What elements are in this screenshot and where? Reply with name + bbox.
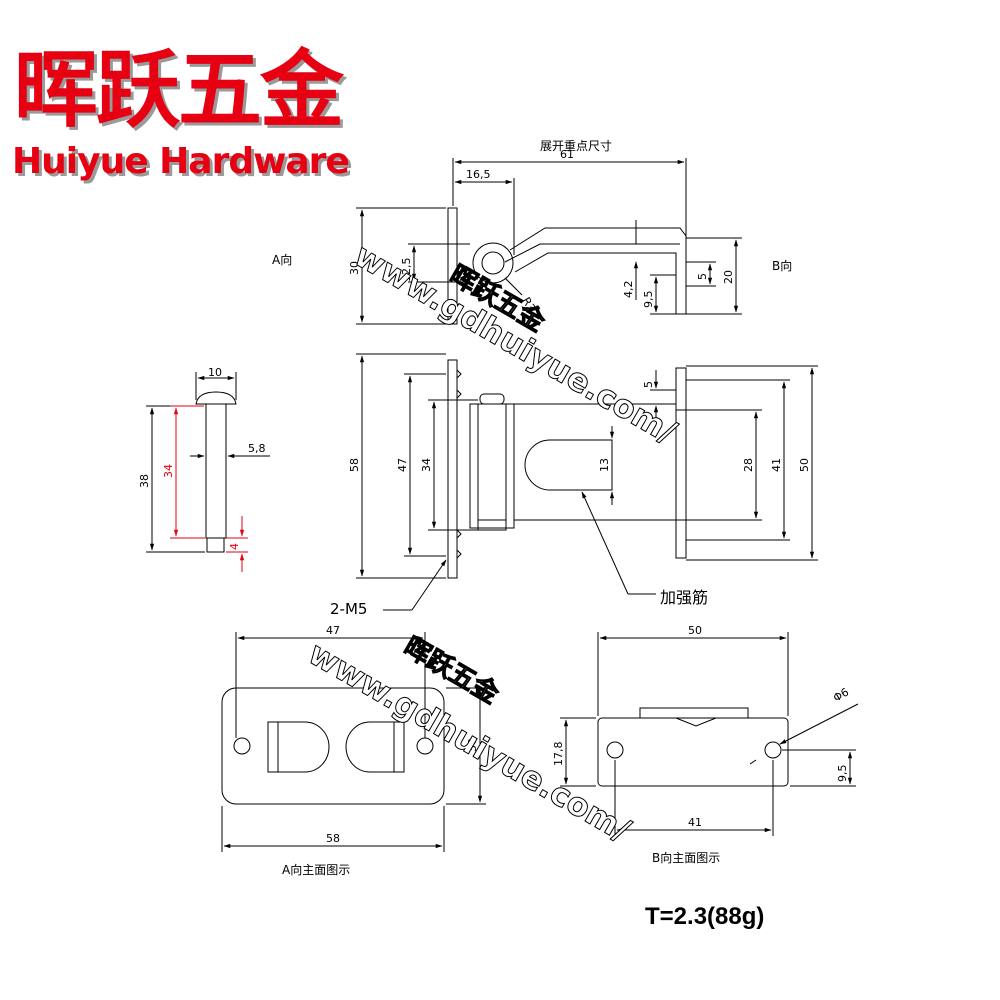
dim-4-2: 4,2: [622, 281, 635, 299]
a-plate: [221, 687, 445, 805]
dim-12-5: 12,5: [400, 258, 413, 283]
dim-b-17-8: 17,8: [552, 742, 565, 767]
a-front-view: [221, 632, 486, 852]
label-b-direction: B向: [772, 258, 792, 273]
dim-b-9-5: 9,5: [836, 765, 849, 783]
brand-logo-cn: 晖跃五金: [14, 41, 344, 139]
side-arm: [509, 227, 687, 315]
unfold-title: 展开重点尺寸: [540, 139, 612, 153]
pin-shank: [205, 403, 227, 539]
dim-pin-38: 38: [138, 474, 151, 488]
a-hole-left: [233, 737, 251, 755]
dim-61: 61: [560, 148, 574, 161]
b-hole-left: [606, 741, 624, 759]
dim-5-top: 5: [696, 273, 709, 280]
side-profile-view: [356, 158, 742, 325]
dim-a-58: 58: [326, 832, 340, 845]
dim-34-mid: 34: [420, 458, 433, 472]
label-a-direction: A向: [272, 252, 292, 267]
dim-50-mid: 50: [798, 458, 811, 472]
dim-a-30: 30: [466, 738, 479, 752]
hinge-barrel: [469, 403, 515, 529]
dim-r3: R3: [519, 295, 538, 314]
dim-16-5: 16,5: [466, 168, 491, 181]
b-hole-right: [764, 741, 782, 759]
dim-b-41: 41: [688, 816, 702, 829]
brand-logo-en: Huiyue Hardware: [12, 141, 350, 182]
right-leaf-flange: [675, 367, 687, 559]
watermark-group: 晖跃五金 www.gdhuiyue.com/ 晖跃五金 www.gdhuiyue…: [302, 236, 684, 850]
dim-a-47: 47: [326, 624, 340, 637]
label-b-front-view: B向主面图示: [652, 850, 720, 865]
dim-58-mid: 58: [348, 458, 361, 472]
watermark-url-top: www.gdhuiyue.com/: [348, 236, 683, 451]
dim-pin-5-8: 5,8: [248, 442, 266, 455]
pin-view: [146, 372, 270, 553]
assembled-front-view: [356, 353, 818, 611]
knuckle-inner: [481, 251, 505, 275]
dimension-labels: 展开重点尺寸 61 16,5 30 12,5 R3 4,2 9,5 5 20 A…: [138, 139, 851, 877]
callout-thread: 2-M5: [330, 600, 367, 618]
b-plate: [597, 717, 789, 787]
dim-47-mid: 47: [396, 458, 409, 472]
hinge-plate-edge: [447, 359, 458, 579]
dim-28: 28: [742, 458, 755, 472]
dim-20: 20: [722, 270, 735, 284]
brand-logo-en-shadow: Huiyue Hardware: [15, 144, 353, 185]
pin-tip: [206, 537, 225, 553]
dim-b-phi6: Φ6: [831, 686, 851, 705]
dim-41-mid: 41: [770, 458, 783, 472]
side-plate: [447, 207, 458, 325]
pin-head: [195, 391, 237, 405]
dim-b-50: 50: [688, 624, 702, 637]
dim-9-5-top: 9,5: [642, 291, 655, 309]
pin-highlight-dims: [170, 405, 248, 572]
label-a-front-view: A向主面图示: [282, 862, 350, 877]
dim-pin-4: 4: [228, 543, 241, 550]
rib-slot: [524, 439, 613, 491]
b-front-view: [560, 632, 859, 836]
brand-logo-cn-shadow: 晖跃五金: [17, 44, 347, 142]
knuckle-outer: [472, 242, 514, 284]
dim-30-top: 30: [348, 261, 361, 275]
spec-note: T=2.3(88g): [645, 903, 765, 930]
dim-pin-34: 34: [162, 464, 175, 478]
callout-rib: 加强筋: [660, 588, 708, 607]
dim-13: 13: [598, 458, 611, 472]
dim-pin-10: 10: [208, 366, 222, 379]
dim-5-mid: 5: [642, 381, 655, 388]
